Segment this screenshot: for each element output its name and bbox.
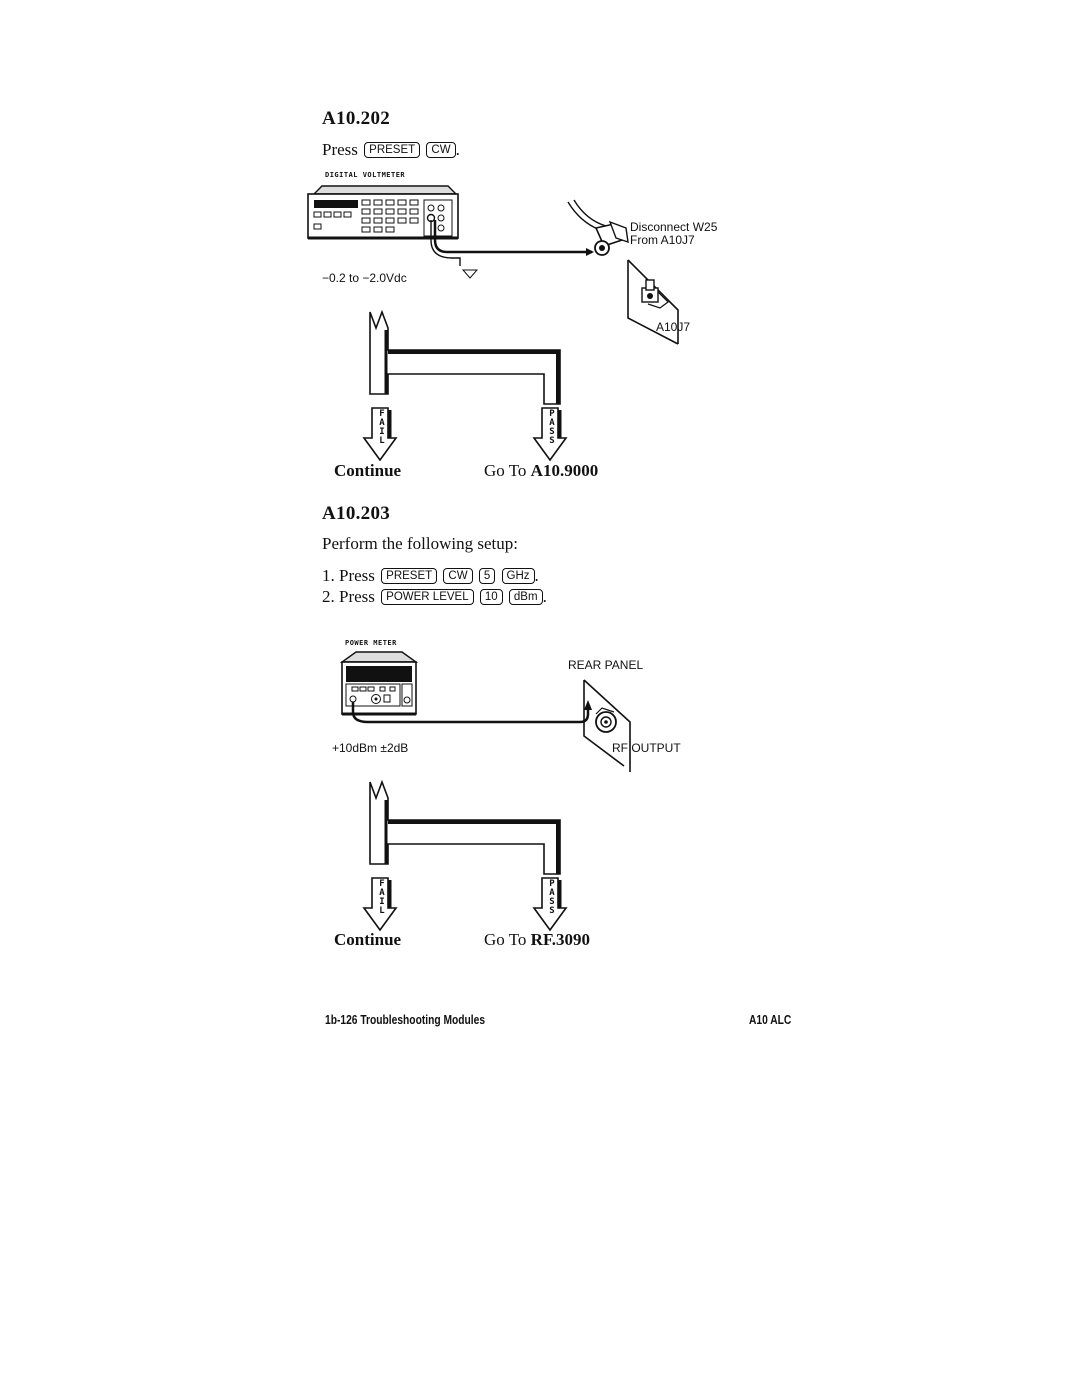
dvm-label: DIGITAL VOLTMETER: [325, 171, 406, 179]
power-meter-illustration: [339, 651, 419, 724]
goto-target-2: RF.3090: [530, 930, 591, 949]
goto-target-1: A10.9000: [530, 461, 599, 480]
key-5: 5: [478, 568, 496, 584]
key-cw: CW: [426, 142, 456, 158]
setup-step-2: 2. Press POWER LEVEL 10 dBm.: [322, 587, 547, 606]
setup-step-1: 1. Press PRESET CW 5 GHz.: [322, 566, 539, 585]
a10j7-label: A10J7: [656, 320, 691, 334]
rf-output-label: RF OUTPUT: [612, 741, 681, 755]
key-ghz: GHz: [501, 568, 535, 584]
section-heading-a10-202: A10.202: [322, 108, 391, 129]
key-power-level: POWER LEVEL: [381, 589, 474, 605]
continue-label-2: Continue: [334, 930, 402, 949]
decision-bracket-2: [362, 779, 568, 932]
pass-arrow-2: P A S S: [549, 879, 555, 916]
key-dbm: dBm: [508, 589, 543, 605]
voltage-range-label: −0.2 to −2.0Vdc: [322, 271, 407, 285]
a10j7-panel-illustration: [627, 259, 679, 345]
goto-link-2[interactable]: Go To RF.3090: [484, 930, 591, 949]
goto-link-1[interactable]: Go To A10.9000: [484, 461, 599, 480]
key-cw: CW: [443, 568, 473, 584]
rear-panel-label: REAR PANEL: [568, 658, 644, 672]
power-range-label: +10dBm ±2dB: [332, 741, 409, 755]
continue-label-1: Continue: [334, 461, 402, 480]
footer-page-info: 1b-126 Troubleshooting Modules: [325, 1013, 486, 1027]
rf-cable-illustration: [368, 700, 592, 724]
digital-voltmeter-illustration: [307, 185, 540, 279]
pass-arrow-1: P A S S: [549, 409, 555, 446]
disconnect-instruction: Disconnect W25 From A10J7: [630, 220, 718, 247]
rf-output-panel-illustration: [583, 679, 631, 772]
press-word: Press: [322, 140, 358, 159]
power-meter-label: POWER METER: [345, 639, 397, 647]
section-heading-a10-203: A10.203: [322, 503, 391, 524]
press-instruction-1: Press PRESET CW.: [322, 140, 460, 159]
decision-bracket-1: [362, 309, 568, 462]
key-preset: PRESET: [381, 568, 438, 584]
fail-arrow-2: F A I L: [379, 879, 385, 916]
w25-cable-connector-illustration: [540, 199, 629, 256]
key-10: 10: [479, 589, 503, 605]
fail-arrow-1: F A I L: [379, 409, 385, 446]
setup-intro: Perform the following setup:: [322, 534, 518, 553]
key-preset: PRESET: [364, 142, 421, 158]
footer-section-name: A10 ALC: [749, 1013, 792, 1027]
